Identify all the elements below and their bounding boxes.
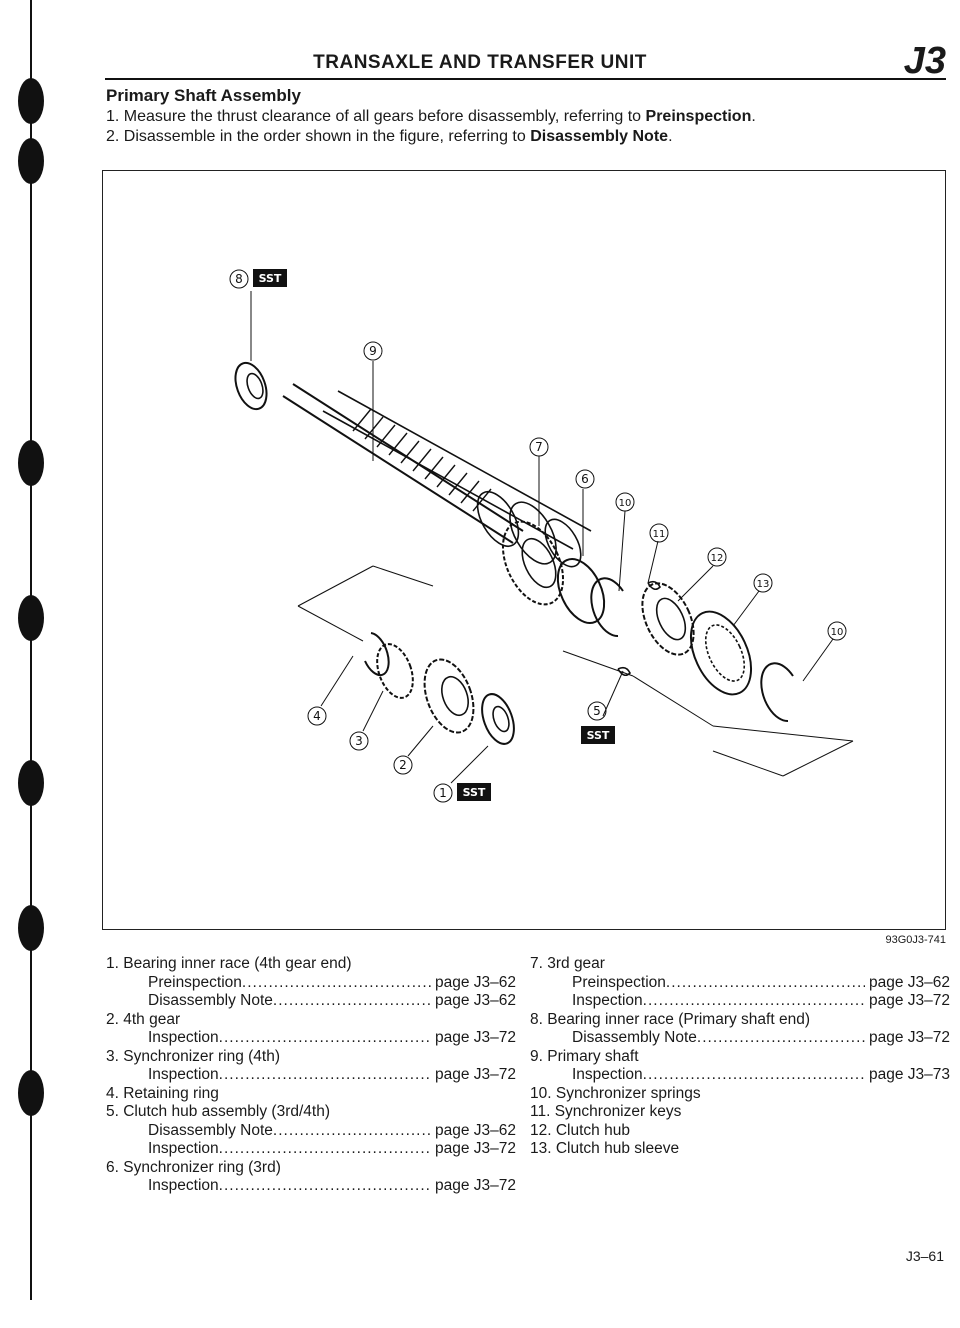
- legend-item: 12. Clutch hub: [530, 1121, 630, 1139]
- legend-item: 1. Bearing inner race (4th gear end): [106, 955, 352, 972]
- svg-text:4: 4: [313, 709, 321, 723]
- legend-item: 11. Synchronizer keys: [530, 1103, 682, 1120]
- synchronizer-ring-6-drawing: [556, 558, 606, 624]
- parts-legend-right: 7. 3rd gear Preinspection...............…: [530, 955, 950, 1159]
- legend-subitem: Disassembly Note........................…: [572, 1029, 950, 1046]
- svg-text:13: 13: [757, 579, 770, 590]
- legend-subitem: Inspection..............................…: [572, 1066, 950, 1083]
- binding-hole: [18, 138, 44, 184]
- svg-text:9: 9: [369, 344, 377, 358]
- svg-text:SST: SST: [463, 786, 486, 799]
- callout-7: 7: [529, 437, 549, 457]
- svg-text:3: 3: [355, 734, 363, 748]
- clutch-hub-sleeve-drawing: [689, 610, 753, 696]
- gear-2-drawing: [423, 658, 475, 734]
- legend-item: 6. Synchronizer ring (3rd): [106, 1158, 281, 1176]
- legend-item: 2. 4th gear: [106, 1010, 181, 1028]
- callout-2: 2: [393, 755, 413, 775]
- primary-shaft-exploded-diagram: 8 SST 9 7 6 10 11 12 13 10 4 3 2 1 SST 5…: [229, 269, 854, 803]
- legend-subitem: Disassembly Note........................…: [148, 1121, 516, 1139]
- callout-8: 8: [229, 269, 249, 289]
- bearing-race-1-drawing: [481, 693, 515, 745]
- svg-text:SST: SST: [259, 272, 282, 285]
- sst-label-1: SST: [457, 783, 491, 801]
- legend-item: 4. Retaining ring: [106, 1084, 219, 1102]
- instruction-step-2: 2. Disassemble in the order shown in the…: [106, 128, 673, 145]
- legend-subitem: Inspection..............................…: [572, 992, 950, 1009]
- legend-subitem: Inspection..............................…: [148, 1177, 516, 1194]
- binding-hole: [18, 440, 44, 486]
- callout-3: 3: [349, 731, 369, 751]
- legend-subitem: Inspection..............................…: [148, 1140, 516, 1157]
- bearing-race-8-drawing: [234, 361, 268, 411]
- legend-subitem: Disassembly Note........................…: [148, 992, 516, 1009]
- callout-5: 5: [587, 701, 607, 721]
- legend-subitem: Preinspection...........................…: [572, 973, 950, 991]
- sst-label-5: SST: [581, 726, 615, 744]
- svg-text:6: 6: [581, 472, 589, 486]
- legend-item: 8. Bearing inner race (Primary shaft end…: [530, 1010, 810, 1028]
- callout-13: 13: [753, 573, 773, 593]
- svg-text:1: 1: [439, 786, 447, 800]
- legend-item: 5. Clutch hub assembly (3rd/4th): [106, 1103, 330, 1120]
- binding-line: [30, 0, 32, 1300]
- legend-item: 13. Clutch hub sleeve: [530, 1140, 680, 1157]
- legend-subitem: Inspection..............................…: [148, 1029, 516, 1046]
- header-rule: [105, 78, 946, 80]
- callout-4: 4: [307, 706, 327, 726]
- exploded-view-figure: 8 SST 9 7 6 10 11 12 13 10 4 3 2 1 SST 5…: [102, 170, 946, 930]
- legend-item: 10. Synchronizer springs: [530, 1084, 701, 1102]
- callout-10a: 10: [615, 492, 635, 512]
- callout-6: 6: [575, 469, 595, 489]
- legend-item: 9. Primary shaft: [530, 1047, 639, 1065]
- legend-subitem: Preinspection...........................…: [148, 973, 516, 991]
- svg-text:10: 10: [619, 498, 632, 509]
- retaining-ring-drawing: [364, 632, 390, 677]
- callout-1: 1: [433, 783, 453, 803]
- synchronizer-key-drawing: [647, 580, 661, 591]
- figure-code: 93G0J3-741: [885, 934, 946, 946]
- svg-text:5: 5: [593, 704, 601, 718]
- section-code: J3: [903, 40, 946, 82]
- page-number: J3–61: [905, 1248, 944, 1264]
- parts-legend-left: 1. Bearing inner race (4th gear end) Pre…: [106, 955, 516, 1196]
- svg-text:8: 8: [235, 272, 243, 286]
- section-heading: Primary Shaft Assembly: [106, 86, 301, 105]
- instruction-step-1: 1. Measure the thrust clearance of all g…: [106, 108, 756, 125]
- legend-item: 3. Synchronizer ring (4th): [106, 1047, 281, 1065]
- svg-text:11: 11: [653, 529, 666, 540]
- legend-item: 7. 3rd gear: [530, 955, 605, 972]
- legend-subitem: Inspection..............................…: [148, 1066, 516, 1083]
- svg-text:2: 2: [399, 758, 407, 772]
- synchronizer-spring-lower-drawing: [760, 662, 794, 723]
- gear-7-drawing: [501, 520, 565, 606]
- synchronizer-spring-upper-drawing: [590, 577, 624, 638]
- synchronizer-ring-3-drawing: [376, 643, 414, 699]
- binding-hole: [18, 760, 44, 806]
- callout-12: 12: [707, 547, 727, 567]
- binding-hole: [18, 78, 44, 124]
- callout-9: 9: [363, 341, 383, 361]
- svg-text:12: 12: [711, 553, 724, 564]
- binding-hole: [18, 1070, 44, 1116]
- binding-hole: [18, 595, 44, 641]
- svg-text:SST: SST: [587, 729, 610, 742]
- leader-lines: [250, 291, 854, 784]
- primary-shaft-drawing: [282, 383, 592, 568]
- binding-hole: [18, 905, 44, 951]
- sst-label-8: SST: [253, 269, 287, 287]
- svg-text:10: 10: [831, 627, 844, 638]
- page-title: TRANSAXLE AND TRANSFER UNIT: [313, 52, 647, 73]
- callout-11: 11: [649, 523, 669, 543]
- clutch-hub-drawing: [641, 582, 695, 656]
- svg-text:7: 7: [535, 440, 543, 454]
- callout-10b: 10: [827, 621, 847, 641]
